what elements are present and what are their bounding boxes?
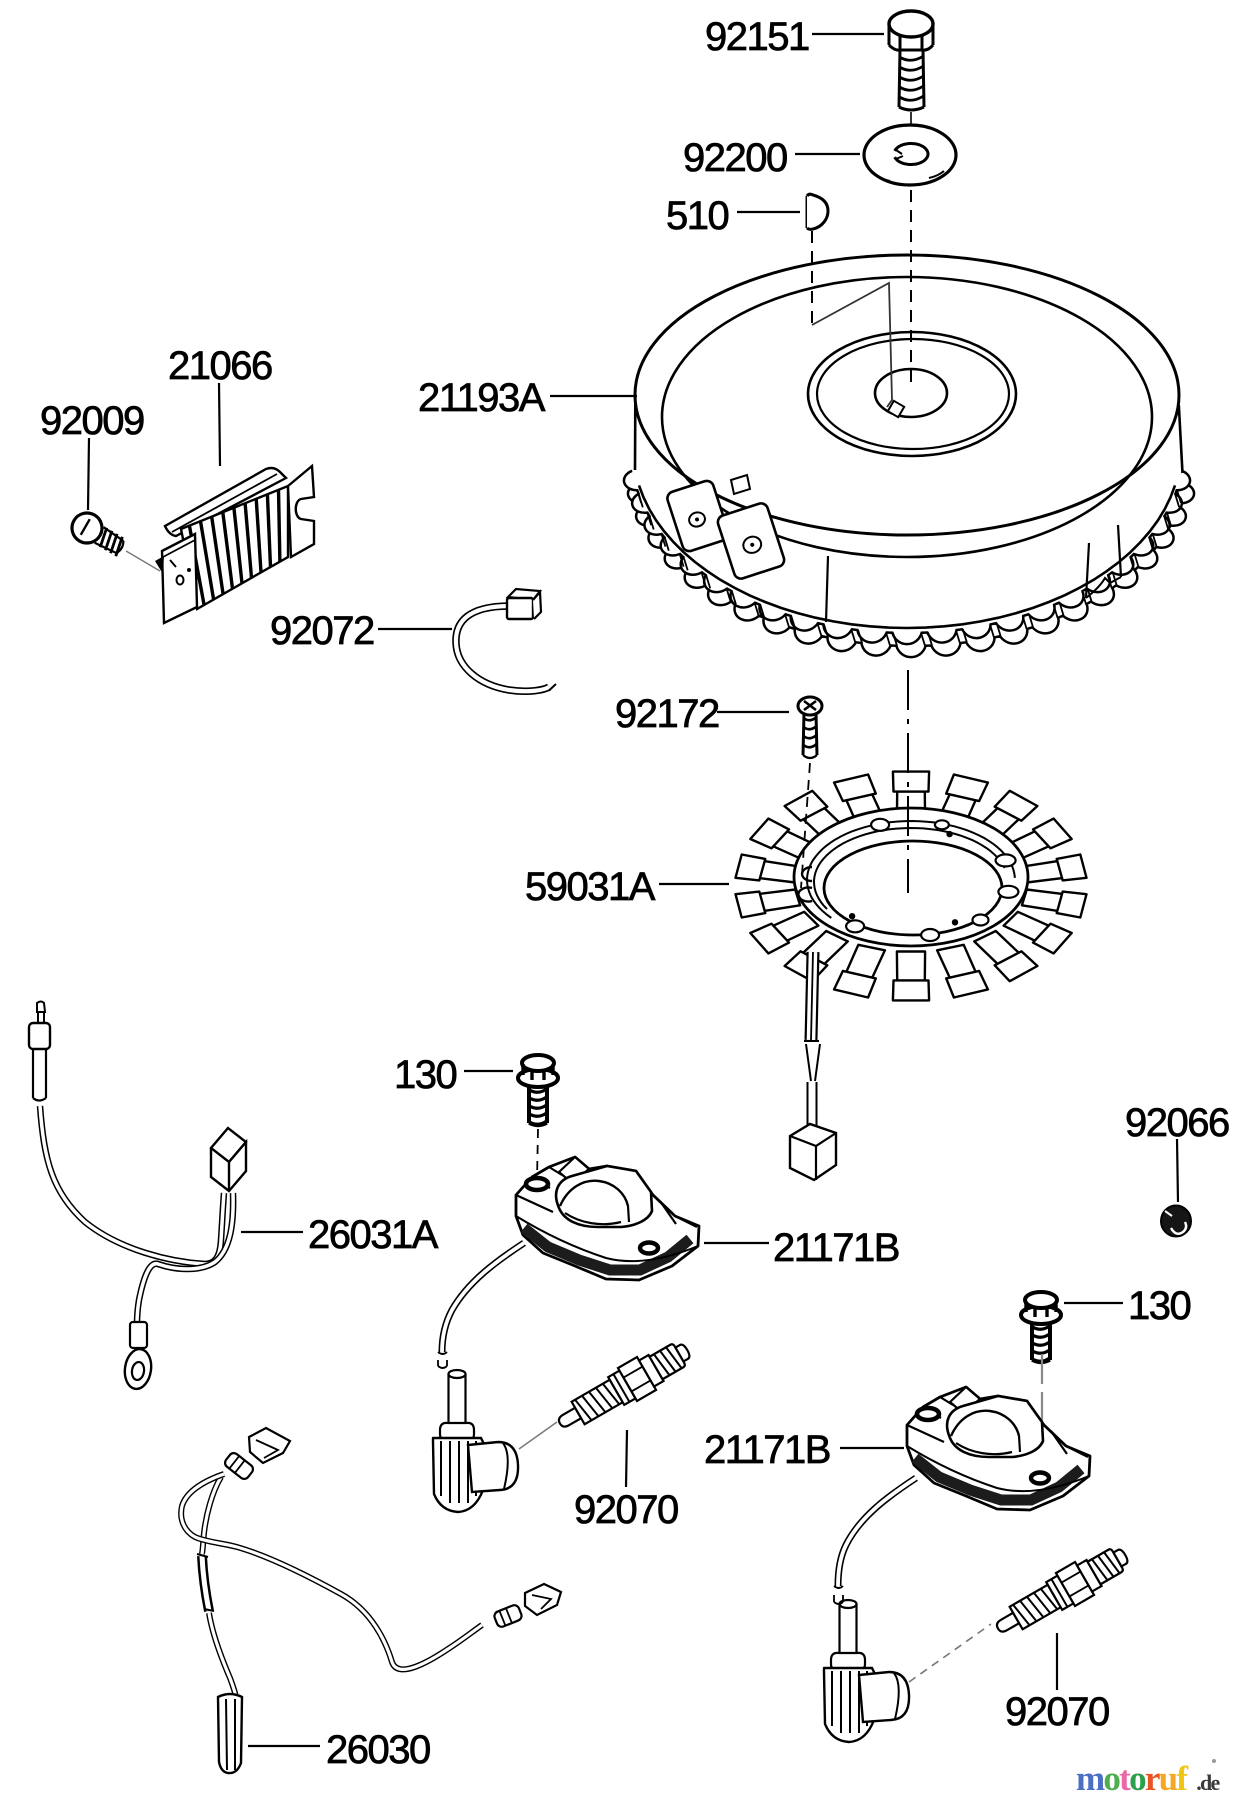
svg-text:21171B: 21171B (773, 1226, 899, 1270)
svg-text:26030: 26030 (326, 1728, 430, 1772)
svg-text:92070: 92070 (1005, 1690, 1109, 1734)
svg-text:21193A: 21193A (418, 376, 546, 420)
svg-text:92172: 92172 (615, 692, 719, 736)
svg-text:92072: 92072 (270, 609, 374, 653)
svg-text:92066: 92066 (1125, 1101, 1229, 1145)
svg-text:130: 130 (1128, 1284, 1190, 1328)
svg-text:510: 510 (666, 194, 728, 238)
svg-text:21171B: 21171B (704, 1428, 830, 1472)
svg-text:motoruf.de: motoruf.de (1076, 1759, 1220, 1798)
svg-text:92200: 92200 (683, 136, 787, 180)
svg-text:92009: 92009 (40, 399, 144, 443)
svg-text:21066: 21066 (168, 344, 272, 388)
svg-text:59031A: 59031A (525, 865, 656, 909)
svg-text:92151: 92151 (705, 15, 809, 59)
svg-text:130: 130 (394, 1053, 456, 1097)
svg-text:92070: 92070 (574, 1488, 678, 1532)
svg-text:26031A: 26031A (308, 1213, 439, 1257)
